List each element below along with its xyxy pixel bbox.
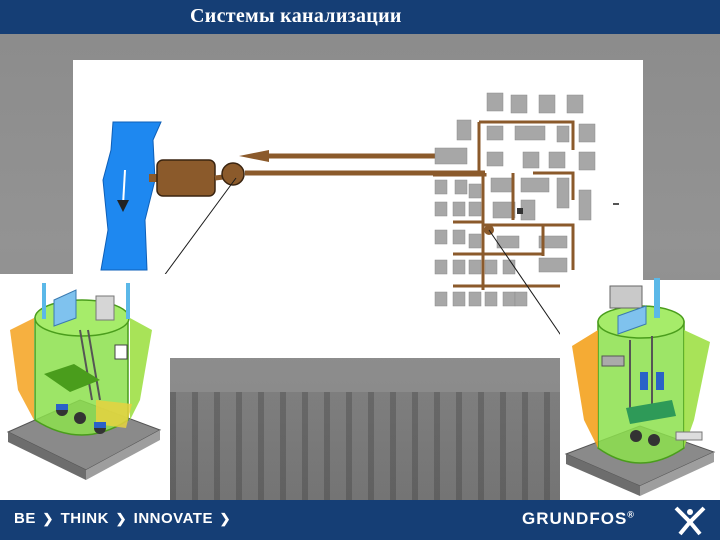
pump-station-node	[221, 162, 245, 186]
slogan-be: BE	[14, 510, 36, 527]
slogan-arrow-icon: ❯	[42, 511, 54, 526]
slogan-innovate: INNOVATE	[133, 510, 213, 527]
flow-arrow-icon	[239, 150, 269, 162]
page-title: Системы канализации	[190, 5, 402, 27]
city-marker-2	[613, 203, 619, 205]
sewer-network-diagram	[73, 60, 643, 358]
city-blocks	[434, 92, 596, 307]
slogan-think: THINK	[60, 510, 109, 527]
brand-registered: ®	[627, 509, 635, 520]
grundfos-x-icon	[674, 506, 706, 536]
brand-logo: GRUNDFOS®	[522, 509, 635, 529]
footer-bar: BE ❯ THINK ❯ INNOVATE ❯ GRUNDFOS®	[0, 500, 720, 540]
treatment-tank-icon	[156, 159, 216, 197]
slogan-arrow-icon: ❯	[219, 511, 232, 526]
river-icon	[100, 121, 162, 271]
city-pump-node	[484, 225, 494, 235]
brand-name: GRUNDFOS	[522, 509, 628, 528]
header-bar: Системы канализации	[0, 0, 720, 34]
slogan-arrow-icon: ❯	[115, 511, 127, 526]
city-marker	[517, 208, 523, 214]
footer-slogan: BE ❯ THINK ❯ INNOVATE ❯	[14, 510, 233, 527]
